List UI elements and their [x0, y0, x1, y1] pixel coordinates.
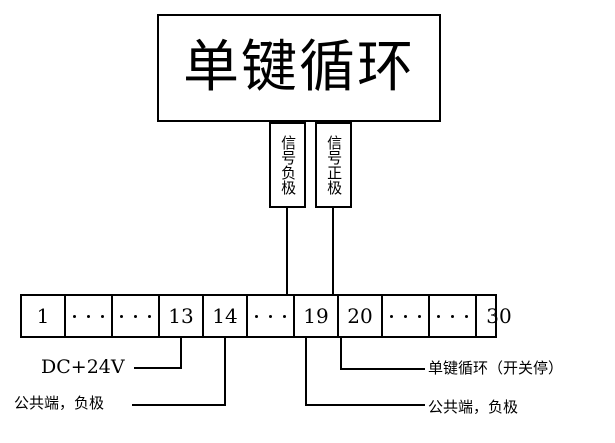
terminal-strip: 1 13 14 19 20: [20, 294, 512, 338]
dot-icon: [148, 314, 151, 318]
page-title: 单键循环: [183, 35, 415, 100]
leader-terminal-20-horizontal: [340, 368, 425, 370]
terminal-cell-dots-2: [113, 296, 160, 336]
signal-positive-label: 信号正极: [325, 135, 344, 195]
leader-terminal-13-vertical: [180, 338, 182, 369]
leader-terminal-13-horizontal: [134, 367, 182, 369]
dots-group: [430, 314, 475, 318]
annotation-common-negative-left: 公共端，负极: [14, 394, 105, 412]
terminal-cell-14: 14: [204, 296, 248, 336]
terminal-cell-dots-1: [66, 296, 113, 336]
dot-icon: [73, 314, 76, 318]
dot-icon: [255, 314, 258, 318]
terminal-cell-20: 20: [339, 296, 383, 336]
terminal-cell-19: 19: [295, 296, 339, 336]
title-box: 单键循环: [157, 14, 441, 122]
signal-negative-label: 信号负极: [279, 135, 298, 195]
leader-terminal-19-vertical: [305, 338, 307, 406]
terminal-cell-30: 30: [486, 304, 512, 328]
dot-icon: [465, 314, 468, 318]
dot-icon: [451, 314, 454, 318]
annotation-dc24v: DC+24V: [41, 356, 125, 378]
annotation-single-key-cycle: 单键循环（开关停）: [428, 359, 564, 377]
terminal-cell-dots-3: [248, 296, 295, 336]
signal-negative-box: 信号负极: [269, 122, 306, 208]
leader-terminal-14-horizontal: [132, 404, 226, 406]
dot-icon: [418, 314, 421, 318]
terminal-cell-dots-5: [430, 296, 477, 336]
dot-icon: [437, 314, 440, 318]
dots-group: [248, 314, 293, 318]
dot-icon: [269, 314, 272, 318]
wire-signal-negative-to-terminal-19: [286, 206, 288, 296]
terminal-cell-13: 13: [160, 296, 204, 336]
wire-signal-positive-to-terminal-20: [332, 206, 334, 296]
dot-icon: [101, 314, 104, 318]
dot-icon: [283, 314, 286, 318]
leader-terminal-14-vertical: [224, 338, 226, 406]
terminal-cell-dots-4: [383, 296, 430, 336]
signal-positive-box: 信号正极: [315, 122, 352, 208]
leader-terminal-20-vertical: [340, 338, 342, 370]
dot-icon: [120, 314, 123, 318]
leader-terminal-19-horizontal: [305, 404, 425, 406]
dot-icon: [87, 314, 90, 318]
dots-group: [113, 314, 158, 318]
dot-icon: [390, 314, 393, 318]
dot-icon: [134, 314, 137, 318]
dots-group: [66, 314, 111, 318]
dots-group: [383, 314, 428, 318]
dot-icon: [404, 314, 407, 318]
terminal-cell-1: 1: [22, 296, 66, 336]
annotation-common-negative-right: 公共端，负极: [428, 398, 519, 416]
